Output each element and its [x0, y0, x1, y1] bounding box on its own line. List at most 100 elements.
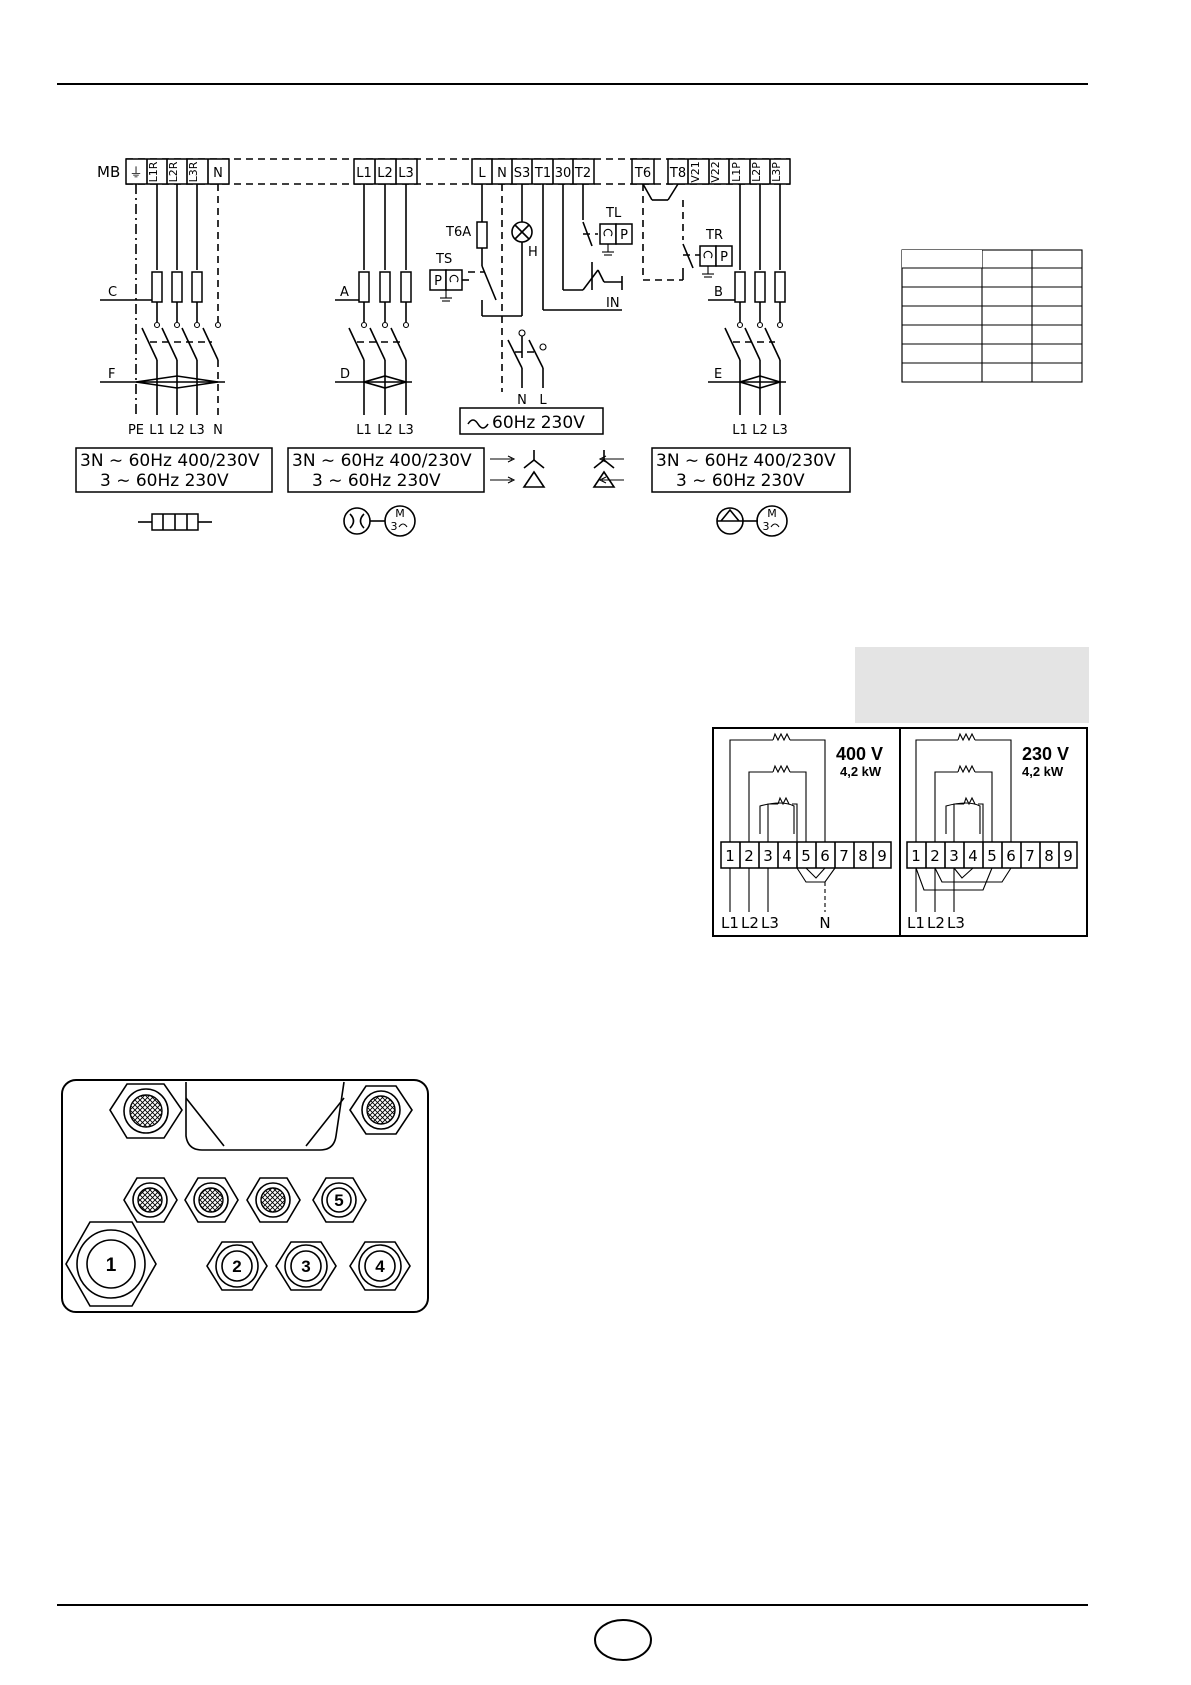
tr-p: P — [720, 250, 728, 265]
bottom-r-l2: L2 — [752, 423, 768, 438]
terminal-l3: L3 — [398, 166, 414, 181]
term-230-3: 3 — [949, 847, 959, 865]
label-e: E — [714, 367, 722, 382]
terminal-earth: ⏚ — [129, 166, 142, 181]
heater-400v-power: 4,2 kW — [840, 764, 882, 779]
page-badge — [594, 1619, 652, 1661]
term-230-9: 9 — [1063, 847, 1073, 865]
terminal-block: MB — [97, 158, 791, 185]
label-d: D — [340, 367, 350, 382]
bottom-labels-right: L1 L2 L3 — [732, 423, 788, 438]
label-t6a: T6A — [445, 225, 471, 240]
bottom-r-l3: L3 — [772, 423, 788, 438]
label-ts: TS — [435, 252, 452, 267]
terminal-30: 30 — [555, 166, 572, 181]
heater-supply-line1: 3N ∼ 60Hz 400/230V — [80, 451, 260, 471]
compressor-supply-line2: 3 ∼ 60Hz 230V — [312, 471, 441, 491]
term-230-5: 5 — [987, 847, 997, 865]
pump-supply-line2: 3 ∼ 60Hz 230V — [676, 471, 805, 491]
term-230-6: 6 — [1006, 847, 1016, 865]
gland-2: 2 — [232, 1257, 241, 1276]
gland-5: 5 — [334, 1191, 343, 1210]
supply-box-compressor: 3N ∼ 60Hz 400/230V 3 ∼ 60Hz 230V — [287, 447, 485, 493]
compressor-circuit: A D — [335, 184, 412, 415]
cable-gland-plate: 5 1 2 3 4 — [61, 1079, 429, 1313]
svg-text:M: M — [395, 507, 405, 520]
label-a: A — [340, 285, 349, 300]
terminal-t2: T2 — [574, 166, 591, 181]
terminal-l2r: L2R — [167, 161, 180, 182]
term-400-5: 5 — [801, 847, 811, 865]
label-h: H — [528, 245, 538, 260]
label-tr: TR — [705, 228, 723, 243]
heater-230v-voltage: 230 V — [1022, 744, 1069, 764]
gland-3: 3 — [301, 1257, 310, 1276]
terminal-n2: N — [497, 166, 507, 181]
terminal-l3r: L3R — [187, 161, 200, 182]
label-in: IN — [606, 296, 620, 311]
label-tl: TL — [605, 206, 622, 221]
term-400-1: 1 — [725, 847, 735, 865]
bottom-m-l2: L2 — [377, 423, 393, 438]
h230-bottom-l2: L2 — [927, 914, 945, 932]
term-230-7: 7 — [1025, 847, 1035, 865]
bottom-labels-middle: L1 L2 L3 — [356, 423, 414, 438]
terminal-n: N — [213, 166, 223, 181]
bottom-n: N — [213, 423, 223, 438]
h400-bottom-l1: L1 — [721, 914, 739, 932]
term-400-9: 9 — [877, 847, 887, 865]
terminal-labels: ⏚ L1R L2R L3R N L1 L2 L3 L N S3 T1 30 T2… — [129, 161, 783, 183]
h230-bottom-l1: L1 — [907, 914, 925, 932]
out-n: N — [517, 393, 527, 408]
terminal-l1r: L1R — [147, 161, 160, 182]
empty-table — [901, 249, 1083, 383]
control-supply-text: 60Hz 230V — [492, 413, 585, 433]
svg-text:M: M — [767, 507, 777, 520]
bottom-m-l3: L3 — [398, 423, 414, 438]
bottom-labels-left: PE L1 L2 L3 N — [128, 423, 223, 438]
bottom-l3: L3 — [189, 423, 205, 438]
pump-supply-line1: 3N ∼ 60Hz 400/230V — [656, 451, 836, 471]
term-400-4: 4 — [782, 847, 792, 865]
terminal-l1p: L1P — [730, 162, 743, 182]
term-400-6: 6 — [820, 847, 830, 865]
connection-symbols — [490, 450, 624, 488]
terminal-v22: V22 — [709, 161, 722, 183]
terminal-l2: L2 — [377, 166, 393, 181]
terminal-l1: L1 — [356, 166, 372, 181]
term-400-3: 3 — [763, 847, 773, 865]
supply-box-pump: 3N ∼ 60Hz 400/230V 3 ∼ 60Hz 230V — [651, 447, 851, 493]
terminal-s3: S3 — [514, 166, 531, 181]
terminal-l2p: L2P — [750, 162, 763, 182]
term-230-8: 8 — [1044, 847, 1054, 865]
terminal-l3p: L3P — [770, 162, 783, 182]
terminal-block-label: MB — [97, 163, 120, 181]
terminal-t1: T1 — [534, 166, 551, 181]
label-b: B — [714, 285, 723, 300]
h230-bottom-l3: L3 — [947, 914, 965, 932]
out-l: L — [539, 393, 547, 408]
term-400-8: 8 — [858, 847, 868, 865]
heater-wiring-diagrams: 400 V 4,2 kW 1 2 3 4 5 6 7 8 9 — [712, 727, 1088, 937]
label-f: F — [108, 367, 115, 382]
bottom-r-l1: L1 — [732, 423, 748, 438]
term-230-4: 4 — [968, 847, 978, 865]
compressor-motor-icon: M 3 — [343, 505, 416, 537]
terminal-t8: T8 — [669, 166, 686, 181]
heater-supply-line2: 3 ∼ 60Hz 230V — [100, 471, 229, 491]
terminal-v21: V21 — [689, 161, 702, 183]
grey-panel — [855, 647, 1089, 723]
ts-p: P — [434, 274, 442, 289]
tl-p: P — [620, 228, 628, 243]
gland-4: 4 — [375, 1257, 385, 1276]
terminal-l: L — [478, 166, 486, 181]
bottom-m-l1: L1 — [356, 423, 372, 438]
control-supply-box: 60Hz 230V — [459, 407, 604, 435]
pump-circuit: B E — [708, 184, 786, 415]
label-c: C — [108, 285, 117, 300]
terminal-t6: T6 — [634, 166, 651, 181]
h400-bottom-l2: L2 — [741, 914, 759, 932]
h400-bottom-n: N — [819, 914, 830, 932]
heater-230v-power: 4,2 kW — [1022, 764, 1064, 779]
